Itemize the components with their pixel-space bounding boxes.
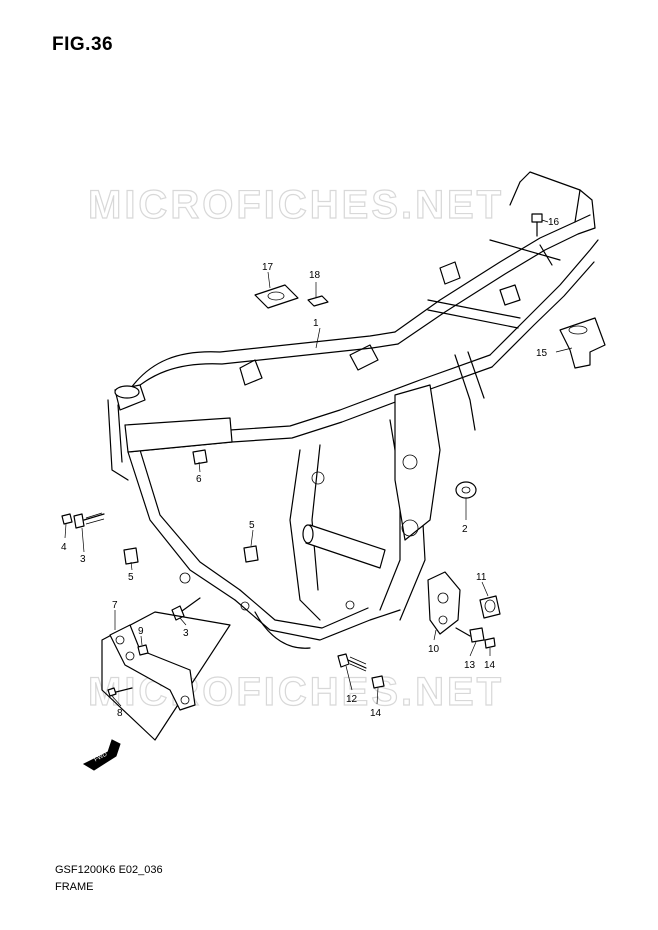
part-label-3-middle: 3 xyxy=(183,628,189,639)
part-label-10: 10 xyxy=(428,644,440,655)
part-labels: 1 2 3 3 4 5 5 6 7 8 9 10 11 12 13 14 14 … xyxy=(61,217,560,719)
part-5-bushing-left xyxy=(123,547,139,565)
part-label-3-left: 3 xyxy=(80,554,86,565)
part-17-plate xyxy=(254,284,299,309)
part-13-bolt xyxy=(455,627,485,643)
diagram-name: FRAME xyxy=(55,881,94,893)
part-label-5-center: 5 xyxy=(249,520,255,531)
part-14-cap-right xyxy=(484,637,496,649)
part-6-collar xyxy=(192,449,208,465)
part-15-mount xyxy=(559,317,606,369)
part-label-14-right: 14 xyxy=(484,660,496,671)
part-label-15: 15 xyxy=(536,348,548,359)
part-label-18: 18 xyxy=(309,270,321,281)
part-16-bolt xyxy=(531,213,543,237)
part-2-washer xyxy=(455,481,477,499)
diagram-code: GSF1200K6 E02_036 xyxy=(55,864,163,876)
part-10-mount-bracket xyxy=(427,571,461,635)
part-label-7: 7 xyxy=(112,600,118,611)
part-label-4: 4 xyxy=(61,542,67,553)
part-18-nut xyxy=(307,295,329,307)
part-label-11: 11 xyxy=(476,572,487,583)
part-label-16: 16 xyxy=(548,217,560,228)
part-label-8: 8 xyxy=(117,708,123,719)
figure-title: FIG.36 xyxy=(52,34,114,55)
part-label-12: 12 xyxy=(346,694,358,705)
inset-detail-box xyxy=(101,611,231,741)
part-12-bolt xyxy=(337,653,367,672)
part-label-2: 2 xyxy=(462,524,468,535)
part-11-bushing xyxy=(479,595,501,619)
part-label-6: 6 xyxy=(196,474,202,485)
part-4-nut xyxy=(61,513,73,525)
part-label-1: 1 xyxy=(313,318,319,329)
part-label-17: 17 xyxy=(262,262,274,273)
fwd-arrow-badge: FWD xyxy=(82,739,121,771)
part-label-13: 13 xyxy=(464,660,476,671)
leader-lines xyxy=(64,219,573,707)
watermark-top: MICROFICHES.NET xyxy=(88,183,504,227)
frame-main xyxy=(107,171,599,649)
part-label-9: 9 xyxy=(138,626,144,637)
part-3-bolt-middle xyxy=(171,597,201,621)
part-label-14-lower: 14 xyxy=(370,708,382,719)
part-label-5-left: 5 xyxy=(128,572,134,583)
part-14-cap-lower xyxy=(371,675,385,689)
part-5-bushing-center xyxy=(243,545,259,563)
part-3-bolt-left xyxy=(73,512,105,529)
